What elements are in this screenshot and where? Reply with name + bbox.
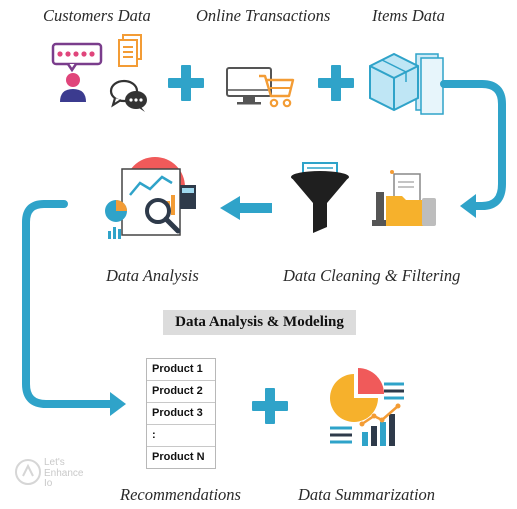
product-list: Product 1 Product 2 Product 3 : Product …	[146, 358, 216, 469]
data-analysis-label: Data Analysis	[106, 266, 199, 285]
plus-icon-top-right	[318, 65, 354, 101]
list-item: Product 2	[147, 381, 215, 403]
customer-rating-icon	[51, 42, 103, 102]
filter-funnel-icon	[291, 162, 349, 233]
customers-data-label: Customers Data	[43, 6, 151, 25]
watermark-line: Let's	[44, 457, 65, 468]
data-cleaning-label: Data Cleaning & Filtering	[283, 266, 461, 285]
watermark-line: Io	[44, 478, 53, 489]
document-icon	[118, 34, 142, 67]
list-item: :	[147, 425, 215, 447]
data-summarization-icon	[330, 368, 404, 446]
plus-icon-bottom	[252, 388, 288, 424]
central-title: Data Analysis & Modeling	[163, 310, 356, 335]
document-folder-icon	[372, 170, 436, 226]
plus-icon-top-left	[168, 65, 204, 101]
watermark-text: Let's Enhance Io	[44, 457, 84, 490]
items-data-label: Items Data	[372, 6, 445, 25]
watermark-logo-icon	[15, 459, 41, 485]
flow-arrow-right-curve	[440, 80, 506, 218]
flow-arrow-left-middle	[220, 196, 272, 220]
list-item: Product 1	[147, 359, 215, 381]
data-analysis-icon	[105, 157, 196, 239]
shopping-cart-icon	[226, 67, 295, 108]
online-transactions-label: Online Transactions	[196, 6, 331, 25]
watermark-line: Enhance	[44, 467, 84, 479]
flow-arrow-left-curve	[22, 200, 126, 416]
recommendations-label: Recommendations	[120, 485, 241, 504]
package-box-icon	[369, 52, 444, 115]
list-item: Product 3	[147, 403, 215, 425]
list-item: Product N	[152, 451, 205, 463]
data-summarization-label: Data Summarization	[298, 485, 436, 504]
chat-bubble-icon	[109, 79, 147, 112]
